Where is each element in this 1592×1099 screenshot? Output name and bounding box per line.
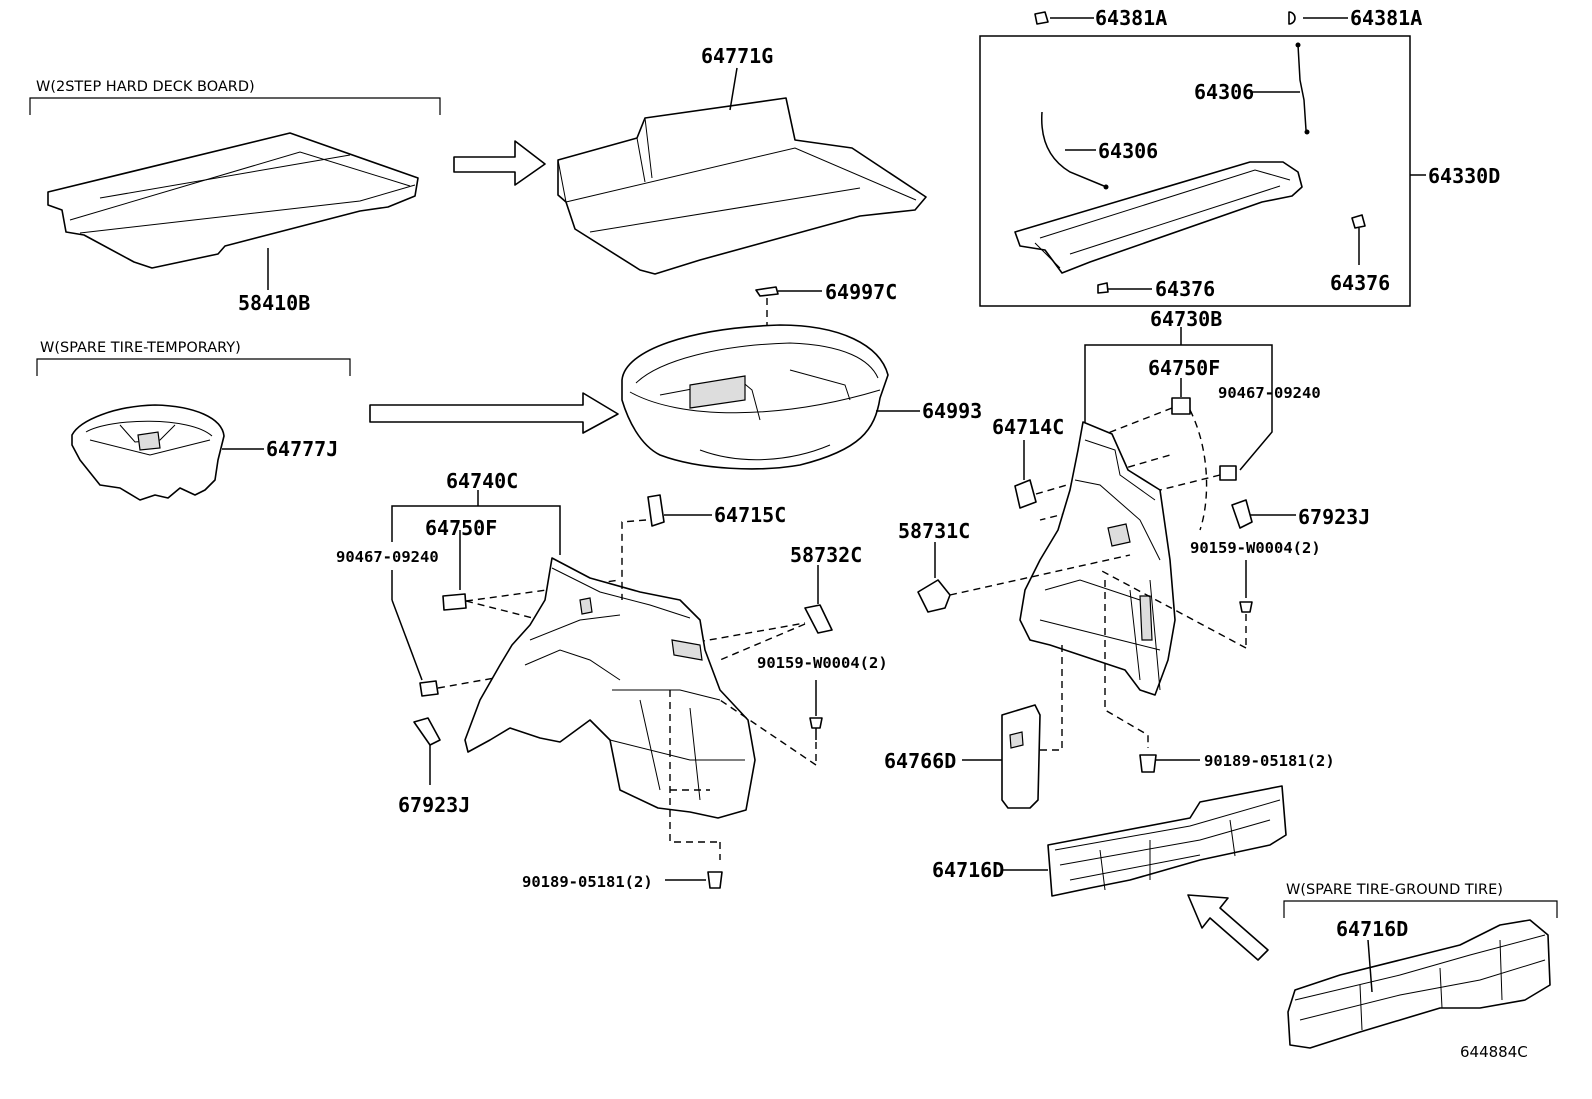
label-64997c: 64997C	[825, 280, 897, 304]
label-90467-right: 90467-09240	[1218, 384, 1321, 402]
label-58732c: 58732C	[790, 543, 862, 567]
label-64740c: 64740C	[446, 469, 518, 493]
label-90159-left: 90159-W0004(2)	[757, 654, 888, 672]
arrow-right-icon	[453, 140, 546, 186]
scuff-plate-64716d-ground	[1287, 919, 1551, 1049]
arrow-right-icon	[369, 392, 619, 434]
label-67923j-right: 67923J	[1298, 505, 1370, 529]
label-64714c: 64714C	[992, 415, 1064, 439]
left-trim-assembly	[391, 490, 833, 889]
label-64381a-right: 64381A	[1350, 6, 1422, 30]
diagram-code: 644884C	[1460, 1043, 1528, 1061]
label-64330d: 64330D	[1428, 164, 1500, 188]
spare-tray-64993	[621, 286, 920, 470]
label-64376-right: 64376	[1330, 271, 1390, 295]
label-64766d: 64766D	[884, 749, 956, 773]
deck-board-64771g	[557, 67, 927, 275]
label-64750f-right: 64750F	[1148, 356, 1220, 380]
label-67923j-left: 67923J	[398, 793, 470, 817]
label-64376-left: 64376	[1155, 277, 1215, 301]
label-90189-right: 90189-05181(2)	[1204, 752, 1335, 770]
label-64381a-left: 64381A	[1095, 6, 1167, 30]
label-58410b: 58410B	[238, 291, 310, 315]
tonneau-cover-group	[979, 11, 1426, 307]
deck-board-58410b	[47, 132, 419, 290]
group-label-hard-deck: W(2STEP HARD DECK BOARD)	[36, 79, 255, 95]
label-64306-lower: 64306	[1098, 139, 1158, 163]
group-label-spare-ground: W(SPARE TIRE-GROUND TIRE)	[1286, 882, 1503, 898]
group-spare-ground: W(SPARE TIRE-GROUND TIRE)	[1283, 882, 1558, 918]
label-64716d-ground: 64716D	[1336, 917, 1408, 941]
spare-tray-64777j	[71, 404, 264, 501]
group-spare-temp: W(SPARE TIRE-TEMPORARY)	[36, 340, 351, 376]
group-label-spare-temp: W(SPARE TIRE-TEMPORARY)	[40, 340, 241, 356]
label-90467-left: 90467-09240	[336, 548, 439, 566]
label-90189-left: 90189-05181(2)	[522, 873, 653, 891]
group-hard-deck: W(2STEP HARD DECK BOARD)	[29, 79, 441, 115]
right-trim-assembly	[917, 327, 1296, 809]
scuff-plate-64716d-main	[1003, 785, 1287, 897]
label-64777j: 64777J	[266, 437, 338, 461]
label-90159-right: 90159-W0004(2)	[1190, 539, 1321, 557]
label-64716d-main: 64716D	[932, 858, 1004, 882]
label-64750f-left: 64750F	[425, 516, 497, 540]
label-64993: 64993	[922, 399, 982, 423]
label-64715c: 64715C	[714, 503, 786, 527]
label-64771g: 64771G	[701, 44, 773, 68]
label-58731c: 58731C	[898, 519, 970, 543]
label-64730b: 64730B	[1150, 307, 1222, 331]
arrow-diagonal-icon	[1187, 894, 1269, 961]
label-64306-upper: 64306	[1194, 80, 1254, 104]
